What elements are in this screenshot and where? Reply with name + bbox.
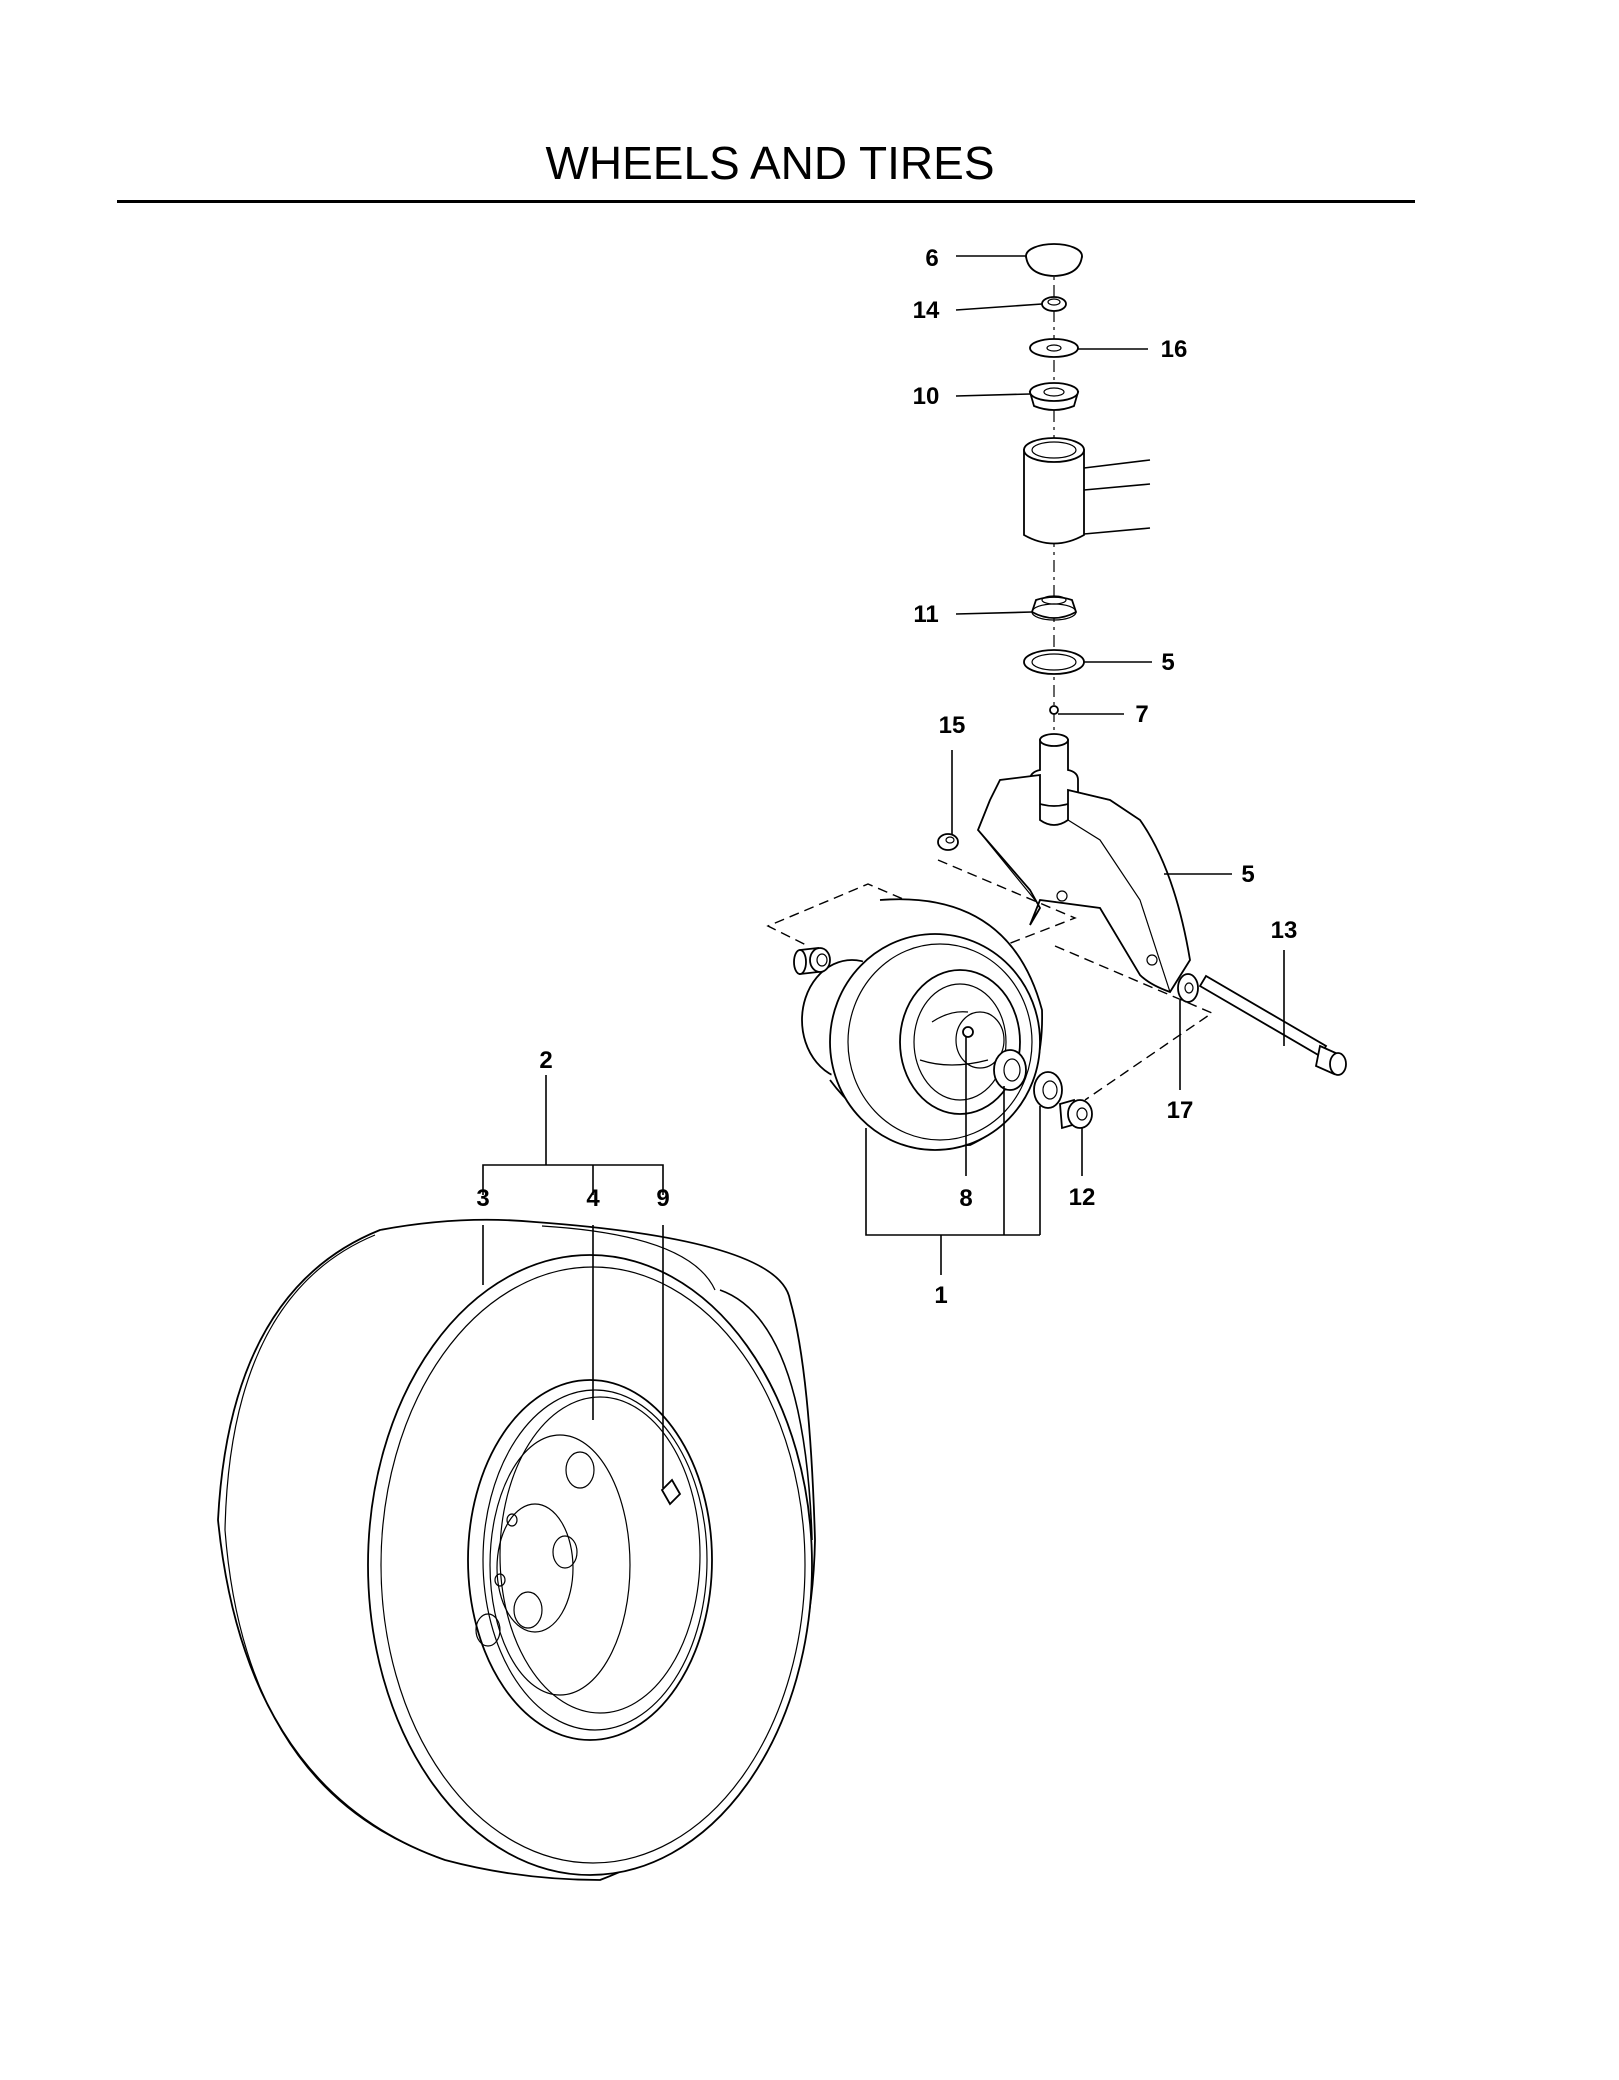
part-caster-fork	[976, 733, 1191, 994]
callout-5-fork: 5	[1241, 861, 1254, 888]
part-washer	[1029, 338, 1079, 358]
part-bearing-8	[993, 1049, 1027, 1091]
part-bearing-8b	[1033, 1071, 1063, 1109]
part-nut-15	[937, 833, 959, 851]
callout-10: 10	[913, 383, 940, 410]
part-spacer-12	[1059, 1098, 1093, 1130]
title-divider	[117, 200, 1415, 203]
assembly-guide-lower	[1054, 945, 1214, 1101]
part-large-tire-assembly	[217, 1218, 816, 1881]
callout-8: 8	[959, 1185, 972, 1212]
part-washer-17	[1177, 973, 1199, 1003]
callout-2: 2	[539, 1047, 552, 1074]
part-caster-housing-tube	[1023, 437, 1151, 545]
leader-lines	[482, 255, 1285, 1488]
callout-5-seal: 5	[1161, 649, 1174, 676]
callout-16: 16	[1161, 336, 1188, 363]
callout-9: 9	[656, 1185, 669, 1212]
page-title: WHEELS AND TIRES	[545, 137, 995, 189]
callout-17: 17	[1167, 1097, 1194, 1124]
callout-12: 12	[1069, 1184, 1096, 1211]
part-nut	[1041, 296, 1067, 312]
part-seal	[1023, 649, 1085, 675]
callout-11: 11	[913, 601, 938, 628]
callout-6: 6	[925, 245, 938, 272]
callout-3: 3	[476, 1185, 489, 1212]
callout-13: 13	[1271, 917, 1298, 944]
callout-4: 4	[586, 1185, 600, 1212]
part-caster-wheel-assembly	[801, 898, 1043, 1151]
callout-14: 14	[913, 297, 940, 324]
part-grease-fitting	[1049, 705, 1059, 715]
part-bearing-cone-lower	[1030, 595, 1078, 621]
callout-1: 1	[934, 1282, 947, 1309]
part-spacer-left	[793, 946, 831, 976]
part-bearing-cone-upper	[1028, 382, 1080, 411]
part-bolt-13	[1198, 974, 1347, 1076]
callout-7: 7	[1135, 701, 1148, 728]
part-dust-cap	[1025, 243, 1083, 277]
callout-15: 15	[939, 712, 966, 739]
